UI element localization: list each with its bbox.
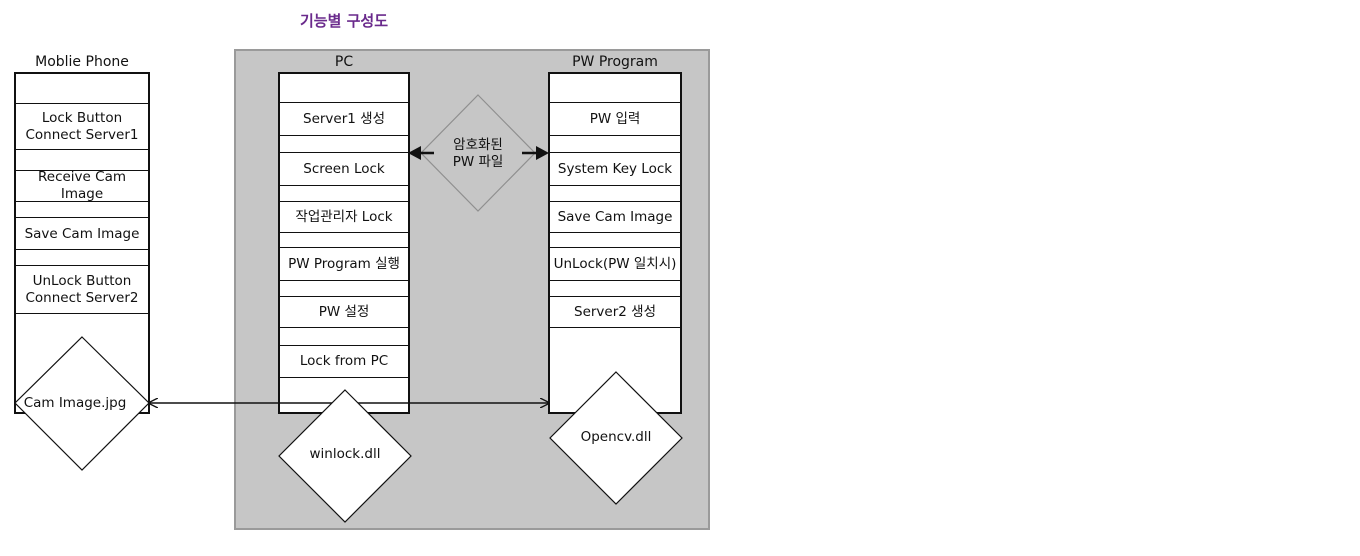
separator	[550, 135, 680, 136]
separator	[550, 280, 680, 281]
encrypted-file-line: 암호화된	[453, 137, 503, 153]
pw-item-system-key-lock: System Key Lock	[557, 160, 673, 177]
mobile-item-receive-cam: Receive Cam Image	[16, 169, 148, 202]
pc-item-screen-lock: Screen Lock	[303, 160, 385, 177]
separator	[16, 149, 148, 150]
mobile-item-unlock-button: UnLock Button Connect Server2	[16, 266, 148, 313]
separator	[16, 217, 148, 218]
cam-image-diamond	[14, 336, 150, 471]
separator	[280, 280, 408, 281]
separator	[280, 152, 408, 153]
separator	[16, 103, 148, 104]
pc-item-lock-from-pc: Lock from PC	[299, 353, 389, 369]
diagram-title: 기능별 구성도	[300, 12, 389, 30]
separator	[16, 249, 148, 250]
pw-item-unlock: UnLock(PW 일치시)	[553, 255, 677, 272]
separator	[280, 135, 408, 136]
pw-program-column: PW 입력 System Key Lock Save Cam Image UnL…	[548, 72, 682, 414]
pw-item-pw-input: PW 입력	[589, 110, 641, 127]
pw-item-save-cam-image: Save Cam Image	[557, 208, 673, 225]
separator	[16, 265, 148, 266]
mobile-item-lock-button: Lock Button Connect Server1	[16, 104, 148, 150]
pc-column: Server1 생성 Screen Lock 작업관리자 Lock PW Pro…	[278, 72, 410, 414]
winlock-dll-diamond	[278, 389, 412, 523]
separator	[280, 296, 408, 297]
pw-program-label: PW Program	[572, 54, 658, 70]
encrypted-file-label: 암호화된 PW 파일	[428, 137, 528, 171]
pc-item-pw-setting: PW 설정	[318, 303, 370, 320]
separator	[280, 345, 408, 346]
mobile-item-line: Lock Button	[41, 110, 123, 126]
separator	[16, 313, 148, 314]
cam-image-file-label: Cam Image.jpg	[23, 395, 127, 411]
encrypted-file-diamond	[420, 94, 536, 212]
pw-item-server2: Server2 생성	[574, 303, 656, 320]
separator	[280, 102, 408, 103]
winlock-dll-label: winlock.dll	[309, 446, 381, 462]
separator	[550, 327, 680, 328]
mobile-label: Moblie Phone	[35, 54, 129, 70]
separator	[280, 327, 408, 328]
arrow-to-pc-head	[408, 146, 421, 160]
opencv-dll-diamond	[549, 371, 683, 505]
separator	[280, 201, 408, 202]
mobile-item-line: Save Cam Image	[24, 225, 140, 242]
separator	[550, 232, 680, 233]
separator	[280, 247, 408, 248]
separator	[280, 377, 408, 378]
separator	[280, 232, 408, 233]
separator	[550, 185, 680, 186]
mobile-item-save-cam: Save Cam Image	[16, 218, 148, 250]
pc-item-server1: Server1 생성	[303, 110, 385, 127]
mobile-item-line: Connect Server1	[25, 127, 139, 143]
encrypted-file-line: PW 파일	[452, 154, 504, 170]
arrow-to-pw-head	[536, 146, 549, 160]
separator	[550, 201, 680, 202]
separator	[16, 170, 148, 171]
mobile-item-line: UnLock Button	[32, 272, 132, 289]
separator	[550, 296, 680, 297]
pc-item-task-manager-lock: 작업관리자 Lock	[295, 208, 393, 225]
pc-label: PC	[334, 54, 354, 70]
separator	[550, 152, 680, 153]
pc-item-run-pw-program: PW Program 실행	[288, 255, 400, 272]
mobile-item-line: Connect Server2	[25, 289, 139, 306]
mobile-item-line: Receive Cam Image	[38, 169, 126, 202]
separator	[280, 185, 408, 186]
separator	[550, 102, 680, 103]
mobile-column: Lock Button Connect Server1 Receive Cam …	[14, 72, 150, 414]
opencv-dll-label: Opencv.dll	[580, 429, 652, 445]
separator	[550, 247, 680, 248]
separator	[16, 201, 148, 202]
